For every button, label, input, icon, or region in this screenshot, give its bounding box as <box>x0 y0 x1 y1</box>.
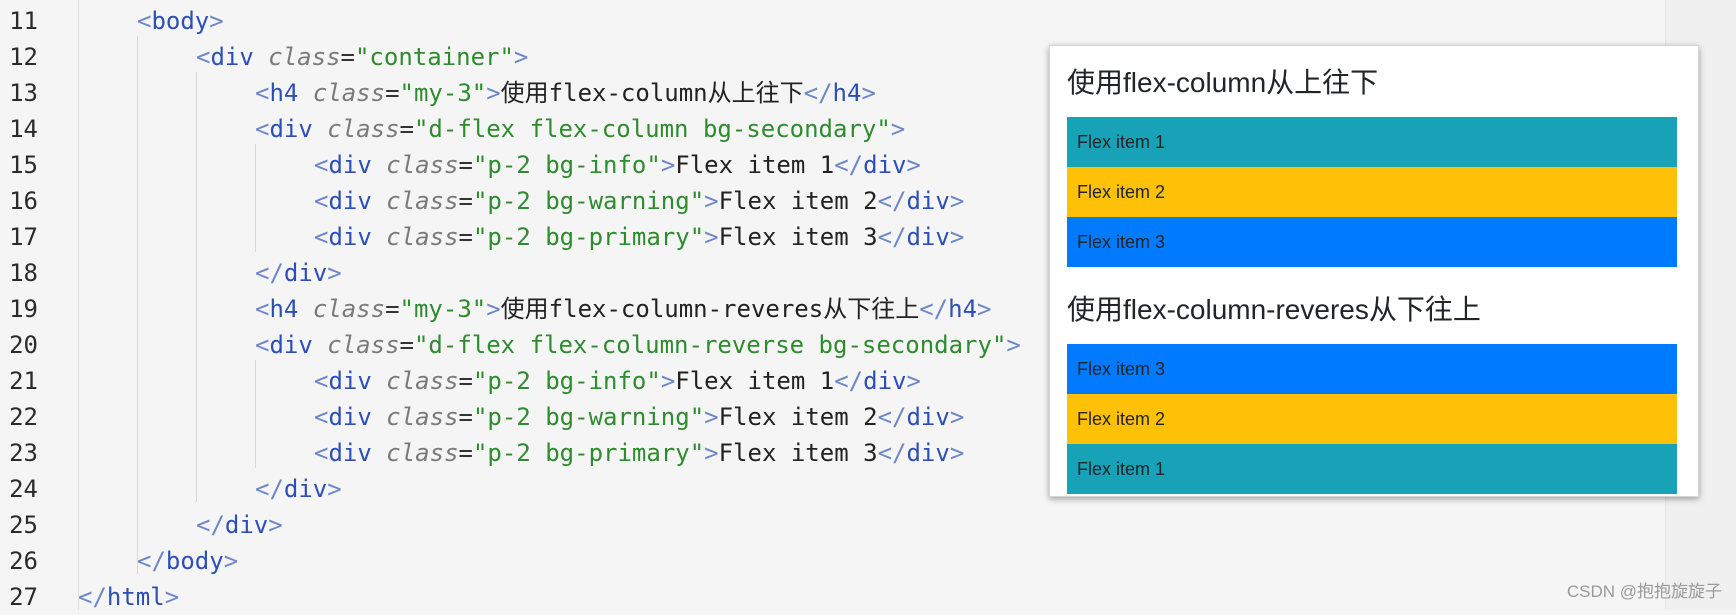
code-line-17[interactable]: 17 <div class="p-2 bg-primary">Flex item… <box>0 219 1665 255</box>
code-line-12[interactable]: 12 <div class="container"> <box>0 39 1665 75</box>
code-text: <body> <box>137 7 224 35</box>
line-number: 17 <box>9 223 38 251</box>
code-text: </body> <box>137 547 239 575</box>
line-number: 19 <box>9 295 38 323</box>
code-text: <div class="p-2 bg-info">Flex item 1</di… <box>314 151 921 179</box>
line-number: 27 <box>9 583 38 611</box>
line-number: 21 <box>9 367 38 395</box>
line-number: 12 <box>9 43 38 71</box>
line-number: 22 <box>9 403 38 431</box>
line-number: 25 <box>9 511 38 539</box>
code-line-27[interactable]: 27 </html> <box>0 579 1665 615</box>
code-text: <h4 class="my-3">使用flex-column-reveres从下… <box>255 295 992 323</box>
code-line-19[interactable]: 19 <h4 class="my-3">使用flex-column-revere… <box>0 291 1665 327</box>
line-number: 13 <box>9 79 38 107</box>
code-line-11[interactable]: 11 <body> <box>0 3 1665 39</box>
indent-guide <box>196 72 197 502</box>
code-line-14[interactable]: 14 <div class="d-flex flex-column bg-sec… <box>0 111 1665 147</box>
flex-item: Flex item 1 <box>1067 444 1677 494</box>
code-text: <div class="p-2 bg-primary">Flex item 3<… <box>314 439 965 467</box>
code-line-13[interactable]: 13 <h4 class="my-3">使用flex-column从上往下</h… <box>0 75 1665 111</box>
flex-column-box: Flex item 1 Flex item 2 Flex item 3 <box>1067 117 1677 267</box>
line-number: 15 <box>9 151 38 179</box>
code-text: <div class="p-2 bg-warning">Flex item 2<… <box>314 187 965 215</box>
line-number: 20 <box>9 331 38 359</box>
flex-item: Flex item 1 <box>1067 117 1677 167</box>
line-number: 18 <box>9 259 38 287</box>
preview-heading-2: 使用flex-column-reveres从下往上 <box>1067 294 1481 325</box>
code-line-15[interactable]: 15 <div class="p-2 bg-info">Flex item 1<… <box>0 147 1665 183</box>
code-line-23[interactable]: 23 <div class="p-2 bg-primary">Flex item… <box>0 435 1665 471</box>
code-text: <div class="p-2 bg-primary">Flex item 3<… <box>314 223 965 251</box>
line-number: 16 <box>9 187 38 215</box>
code-text: </div> <box>255 475 342 503</box>
line-number: 11 <box>9 7 38 35</box>
line-number: 26 <box>9 547 38 575</box>
flex-column-reverse-box: Flex item 3 Flex item 2 Flex item 1 <box>1067 344 1677 494</box>
code-line-21[interactable]: 21 <div class="p-2 bg-info">Flex item 1<… <box>0 363 1665 399</box>
code-line-25[interactable]: 25 </div> <box>0 507 1665 543</box>
watermark: CSDN @抱抱旋旋子 <box>1566 582 1722 601</box>
code-text: <div class="container"> <box>196 43 529 71</box>
code-text: <div class="p-2 bg-warning">Flex item 2<… <box>314 403 965 431</box>
indent-guide <box>255 360 256 468</box>
code-line-22[interactable]: 22 <div class="p-2 bg-warning">Flex item… <box>0 399 1665 435</box>
flex-item: Flex item 3 <box>1067 344 1677 394</box>
code-text: </html> <box>78 583 180 611</box>
code-line-24[interactable]: 24 </div> <box>0 471 1665 507</box>
preview-heading-1: 使用flex-column从上往下 <box>1067 67 1379 98</box>
line-number: 23 <box>9 439 38 467</box>
flex-item: Flex item 3 <box>1067 217 1677 267</box>
code-text: </div> <box>196 511 283 539</box>
flex-item: Flex item 2 <box>1067 167 1677 217</box>
code-text: <div class="d-flex flex-column bg-second… <box>255 115 906 143</box>
line-number: 24 <box>9 475 38 503</box>
code-line-18[interactable]: 18 </div> <box>0 255 1665 291</box>
code-text: <div class="p-2 bg-info">Flex item 1</di… <box>314 367 921 395</box>
line-number: 14 <box>9 115 38 143</box>
code-text: </div> <box>255 259 342 287</box>
gutter-separator <box>78 0 79 610</box>
indent-guide <box>255 144 256 252</box>
flex-item: Flex item 2 <box>1067 394 1677 444</box>
browser-preview: 使用flex-column从上往下 Flex item 1 Flex item … <box>1049 45 1699 497</box>
code-line-16[interactable]: 16 <div class="p-2 bg-warning">Flex item… <box>0 183 1665 219</box>
code-text: <div class="d-flex flex-column-reverse b… <box>255 331 1021 359</box>
indent-guide <box>137 36 138 574</box>
code-line-26[interactable]: 26 </body> <box>0 543 1665 579</box>
code-line-20[interactable]: 20 <div class="d-flex flex-column-revers… <box>0 327 1665 363</box>
code-text: <h4 class="my-3">使用flex-column从上往下</h4> <box>255 79 876 107</box>
